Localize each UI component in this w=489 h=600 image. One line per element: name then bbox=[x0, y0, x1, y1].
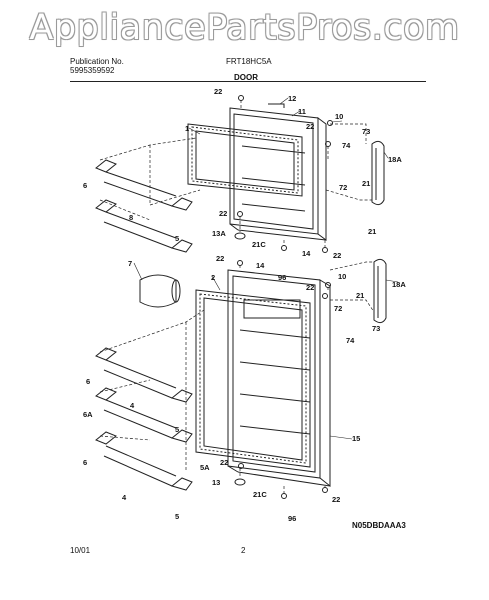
callout-18A-bottom: 18A bbox=[392, 280, 406, 289]
callout-22-mid: 22 bbox=[219, 209, 227, 218]
callout-74-bottom: 74 bbox=[346, 336, 355, 345]
callout-22-right: 22 bbox=[333, 251, 341, 260]
leader-lines bbox=[133, 97, 399, 440]
callout-8: 8 bbox=[129, 213, 133, 222]
callout-72-bottom: 72 bbox=[334, 304, 342, 313]
callout-6-bottom: 6 bbox=[83, 458, 87, 467]
callout-22-fresh: 22 bbox=[306, 283, 314, 292]
callout-4-mid: 4 bbox=[130, 401, 135, 410]
callout-22-hinge: 22 bbox=[306, 122, 314, 131]
freezer-handle bbox=[371, 140, 385, 206]
callout-12: 12 bbox=[288, 94, 296, 103]
callout-14-b: 14 bbox=[302, 249, 311, 258]
section-title: DOOR bbox=[234, 73, 258, 82]
watermark: AppliancePartsPros.com bbox=[29, 8, 460, 48]
callout-96-top: 96 bbox=[278, 273, 286, 282]
publication-number: 5995359592 bbox=[70, 66, 115, 75]
callout-21C-bottom: 21C bbox=[253, 490, 267, 499]
fresh-food-door-gasket bbox=[195, 289, 311, 468]
callout-5-mid: 5 bbox=[175, 425, 179, 434]
callout-6A: 6A bbox=[83, 410, 93, 419]
callout-5-bottom: 5 bbox=[175, 512, 179, 521]
callout-96-bottom: 96 bbox=[288, 514, 296, 523]
callout-2: 2 bbox=[211, 273, 215, 282]
callout-labels: 22 12 11 1 10 22 73 74 18A 6 72 21 8 22 … bbox=[83, 87, 406, 523]
publication-label: Publication No. bbox=[70, 57, 124, 66]
callout-21-c: 21 bbox=[356, 291, 364, 300]
footer-page-number: 2 bbox=[241, 546, 246, 555]
callout-14-a: 14 bbox=[256, 261, 265, 270]
callout-15: 15 bbox=[352, 434, 360, 443]
fresh-food-door bbox=[227, 269, 331, 488]
model-number: FRT18HC5A bbox=[226, 57, 272, 66]
callout-13A: 13A bbox=[212, 229, 226, 238]
callout-5A: 5A bbox=[200, 463, 210, 472]
callout-22-left: 22 bbox=[216, 254, 224, 263]
callout-10-bottom: 10 bbox=[338, 272, 346, 281]
callout-21-b: 21 bbox=[368, 227, 376, 236]
callout-6-mid: 6 bbox=[86, 377, 90, 386]
freezer-door-gasket bbox=[187, 123, 303, 197]
callout-73-bottom: 73 bbox=[372, 324, 380, 333]
callout-7: 7 bbox=[128, 259, 132, 268]
callout-1: 1 bbox=[185, 124, 189, 133]
diagram-code: N05DBDAAA3 bbox=[352, 521, 406, 530]
fresh-food-door-shelves bbox=[95, 347, 193, 491]
callout-5-top: 5 bbox=[175, 234, 179, 243]
fresh-food-handle bbox=[373, 258, 387, 324]
callout-21C-top: 21C bbox=[252, 240, 266, 249]
callout-73-top: 73 bbox=[362, 127, 370, 136]
callout-10-top: 10 bbox=[335, 112, 343, 121]
callout-74-top: 74 bbox=[342, 141, 351, 150]
header-rule bbox=[70, 81, 426, 82]
callout-6-top: 6 bbox=[83, 181, 87, 190]
callout-22-top: 22 bbox=[214, 87, 222, 96]
alignment-lines bbox=[99, 100, 375, 494]
callout-22-bottom: 22 bbox=[332, 495, 340, 504]
callout-4-bottom: 4 bbox=[122, 493, 127, 502]
callout-13: 13 bbox=[212, 478, 220, 487]
callout-18A-top: 18A bbox=[388, 155, 402, 164]
callout-21-a: 21 bbox=[362, 179, 370, 188]
callout-72-top: 72 bbox=[339, 183, 347, 192]
dairy-bin bbox=[139, 274, 181, 308]
footer-date: 10/01 bbox=[70, 546, 91, 555]
callout-11: 11 bbox=[298, 107, 306, 116]
callout-22-lower: 22 bbox=[220, 458, 228, 467]
